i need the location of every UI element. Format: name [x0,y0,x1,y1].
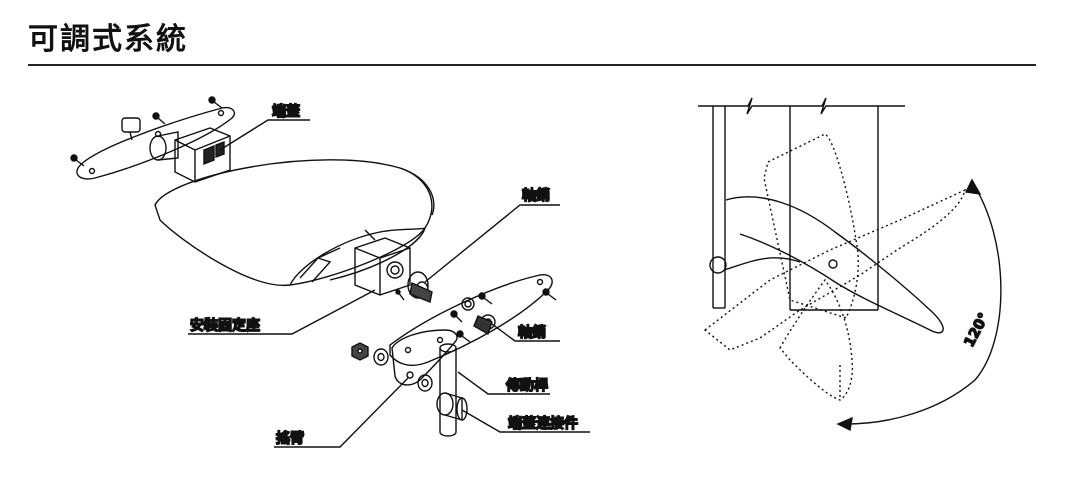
shaft-pin-assembly [395,271,433,303]
leader-mount-seat [188,289,376,335]
page-title: 可調式系統 [28,22,188,57]
angle-label: 120° [961,310,992,350]
hole [404,346,412,354]
arrowhead-bottom-icon [836,416,853,432]
wing-blade [154,159,433,286]
label-end-cap: 端蓋 [272,103,300,120]
leader-drive-rod [457,371,550,395]
blade-dotted-upper [763,133,859,319]
hole [406,371,414,379]
washer-icon [417,374,433,392]
hole [536,278,544,286]
label-rocker-arm: 搖臂 [276,430,304,447]
leader-shaft-pin-top [424,204,560,283]
hole [464,300,472,308]
angle-arc [839,181,1002,425]
screw-icon [152,112,166,125]
rocker-arm-plate [391,329,458,386]
label-shaft-pin-top: 軸銷 [522,187,550,204]
hole [436,336,444,344]
leader-end-cap-connector [461,409,590,433]
screw-icon [478,292,493,305]
screw-icon [456,330,471,343]
link-arm [723,257,801,271]
title-divider [28,64,1036,66]
wing-hollow [289,227,426,286]
end-cap-connector [436,392,468,421]
rotation-diagram: 120° [698,97,1002,432]
hole [217,109,225,117]
bolt-icon [121,117,141,141]
end-cap-plate-left [76,106,236,180]
leader-rocker-arm [274,377,409,448]
hole [88,167,96,175]
wing-blade-lip [399,167,435,216]
wing-blade-edge [329,227,426,281]
hole [461,297,475,311]
nut-icon [351,342,369,361]
pivot-joint-icon [709,256,727,274]
label-end-cap-connector: 端蓋連接件 [508,415,578,432]
top-break-line [698,97,905,115]
shaft-pin-bottom [473,314,496,336]
screw-icon [542,288,557,301]
arrowhead-top-icon [964,178,982,195]
mount-block-left [149,127,231,183]
label-mount-seat: 安裝固定座 [190,317,260,334]
washer-icon [373,348,389,366]
mount-seat-block [354,229,411,296]
exploded-view: 端蓋 軸銷 安裝固定座 軸銷 傳動桿 搖臂 端蓋連接件 [70,96,590,448]
screw-icon [70,154,85,167]
screw-icon [208,96,223,109]
blade-dotted-lower [779,278,854,401]
screw-icon [450,310,463,323]
blade-dotted-mid [703,188,967,351]
leader-end-cap [219,119,310,151]
leader-shaft-pin-bottom [491,323,560,342]
pivot-point-icon [828,259,838,269]
drive-rod [439,343,457,437]
blade-solid [725,196,944,334]
label-drive-rod: 傳動桿 [505,377,548,394]
label-shaft-pin-bottom: 軸銷 [518,324,546,341]
